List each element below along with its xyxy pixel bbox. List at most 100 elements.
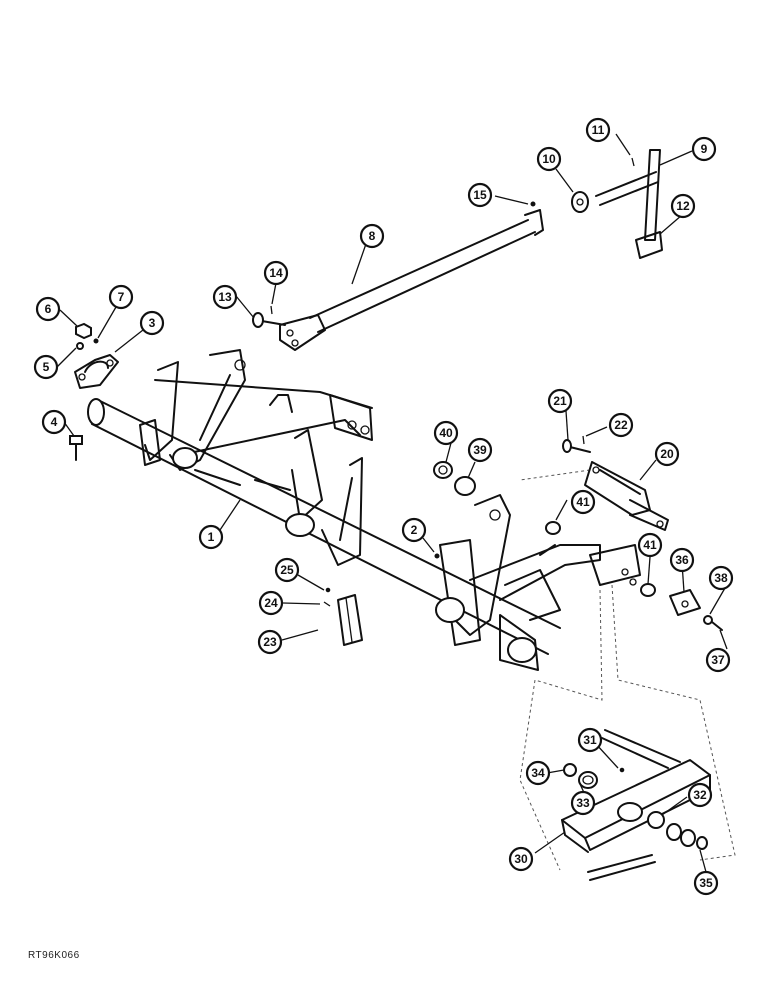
bolt-37 (711, 621, 723, 631)
bushing-32 (647, 811, 665, 829)
washer-5 (76, 342, 84, 350)
svg-text:3: 3 (149, 316, 156, 330)
callout-22: 22 (608, 412, 634, 438)
dashed-outline (519, 469, 736, 871)
svg-text:39: 39 (473, 443, 487, 457)
part-31 (619, 767, 625, 773)
callout-10: 10 (536, 146, 562, 172)
callout-41-upper: 41 (570, 489, 596, 515)
clip-22 (582, 435, 585, 445)
right-bracket (435, 494, 641, 646)
svg-text:2: 2 (411, 523, 418, 537)
svg-text:21: 21 (553, 394, 567, 408)
part-15 (530, 201, 536, 207)
svg-text:35: 35 (699, 876, 713, 890)
svg-text:37: 37 (711, 653, 725, 667)
part-25 (325, 587, 331, 593)
callout-8: 8 (359, 223, 385, 249)
callout-4: 4 (41, 409, 67, 435)
svg-text:22: 22 (614, 418, 628, 432)
callout-9: 9 (691, 136, 717, 162)
bushing-41-lower (640, 583, 656, 597)
svg-text:5: 5 (43, 360, 50, 374)
nut-6 (75, 322, 92, 340)
ring-34 (563, 763, 577, 777)
callout-37: 37 (705, 647, 731, 673)
callout-40: 40 (433, 420, 459, 446)
svg-text:9: 9 (701, 142, 708, 156)
bushing-40 (433, 461, 453, 479)
svg-text:8: 8 (369, 229, 376, 243)
svg-text:24: 24 (264, 596, 278, 610)
svg-text:32: 32 (693, 788, 707, 802)
frame-beam (154, 379, 373, 456)
part-24 (323, 601, 331, 607)
svg-text:15: 15 (473, 188, 487, 202)
svg-text:12: 12 (676, 199, 690, 213)
svg-text:38: 38 (714, 571, 728, 585)
svg-text:31: 31 (583, 733, 597, 747)
callout-14: 14 (263, 260, 289, 286)
figure-reference-code: RT96K066 (28, 950, 80, 961)
link-arm (279, 209, 544, 351)
svg-text:41: 41 (576, 495, 590, 509)
callout-21: 21 (547, 388, 573, 414)
pin-13 (252, 305, 286, 328)
pin-21 (562, 439, 591, 453)
left-bracket (139, 349, 246, 486)
svg-text:36: 36 (675, 553, 689, 567)
callout-6: 6 (35, 296, 61, 322)
callout-32: 32 (687, 782, 713, 808)
callout-34: 34 (525, 760, 551, 786)
callout-3: 3 (139, 310, 165, 336)
svg-text:41: 41 (643, 538, 657, 552)
main-tube (87, 398, 561, 671)
callout-39: 39 (467, 437, 493, 463)
callout-25: 25 (274, 557, 300, 583)
callout-15: 15 (467, 182, 493, 208)
block-36 (669, 589, 701, 616)
svg-text:23: 23 (263, 635, 277, 649)
callout-24: 24 (258, 590, 284, 616)
svg-text:30: 30 (514, 852, 528, 866)
part-7 (93, 338, 99, 344)
callout-35: 35 (693, 870, 719, 896)
svg-text:7: 7 (118, 290, 125, 304)
callout-2: 2 (401, 517, 427, 543)
svg-text:6: 6 (45, 302, 52, 316)
handle-9 (571, 149, 663, 259)
callout-1: 1 (198, 524, 224, 550)
bearing-35 (666, 823, 708, 850)
callout-31: 31 (577, 727, 603, 753)
callout-23: 23 (257, 629, 283, 655)
callout-11: 11 (585, 117, 611, 143)
svg-text:4: 4 (51, 415, 58, 429)
leader-lines (56, 133, 728, 873)
svg-text:13: 13 (218, 290, 232, 304)
callout-36: 36 (669, 547, 695, 573)
callout-30: 30 (508, 846, 534, 872)
callout-13: 13 (212, 284, 238, 310)
svg-text:14: 14 (269, 266, 283, 280)
bolt-4 (69, 435, 83, 461)
bearing-33 (578, 771, 598, 789)
svg-text:10: 10 (542, 152, 556, 166)
plate-23 (337, 594, 363, 646)
callout-38: 38 (708, 565, 734, 591)
svg-text:1: 1 (208, 530, 215, 544)
callout-7: 7 (108, 284, 134, 310)
callout-5: 5 (33, 354, 59, 380)
part-2-grease-fitting (434, 553, 440, 559)
bushing-41-upper (545, 521, 561, 535)
bushing-39 (454, 476, 476, 496)
svg-text:40: 40 (439, 426, 453, 440)
svg-text:34: 34 (531, 766, 545, 780)
svg-text:20: 20 (660, 447, 674, 461)
callout-33: 33 (570, 790, 596, 816)
svg-text:33: 33 (576, 796, 590, 810)
washer-38 (703, 615, 713, 625)
callout-41-lower: 41 (637, 532, 663, 558)
svg-text:25: 25 (280, 563, 294, 577)
svg-text:11: 11 (592, 123, 605, 137)
